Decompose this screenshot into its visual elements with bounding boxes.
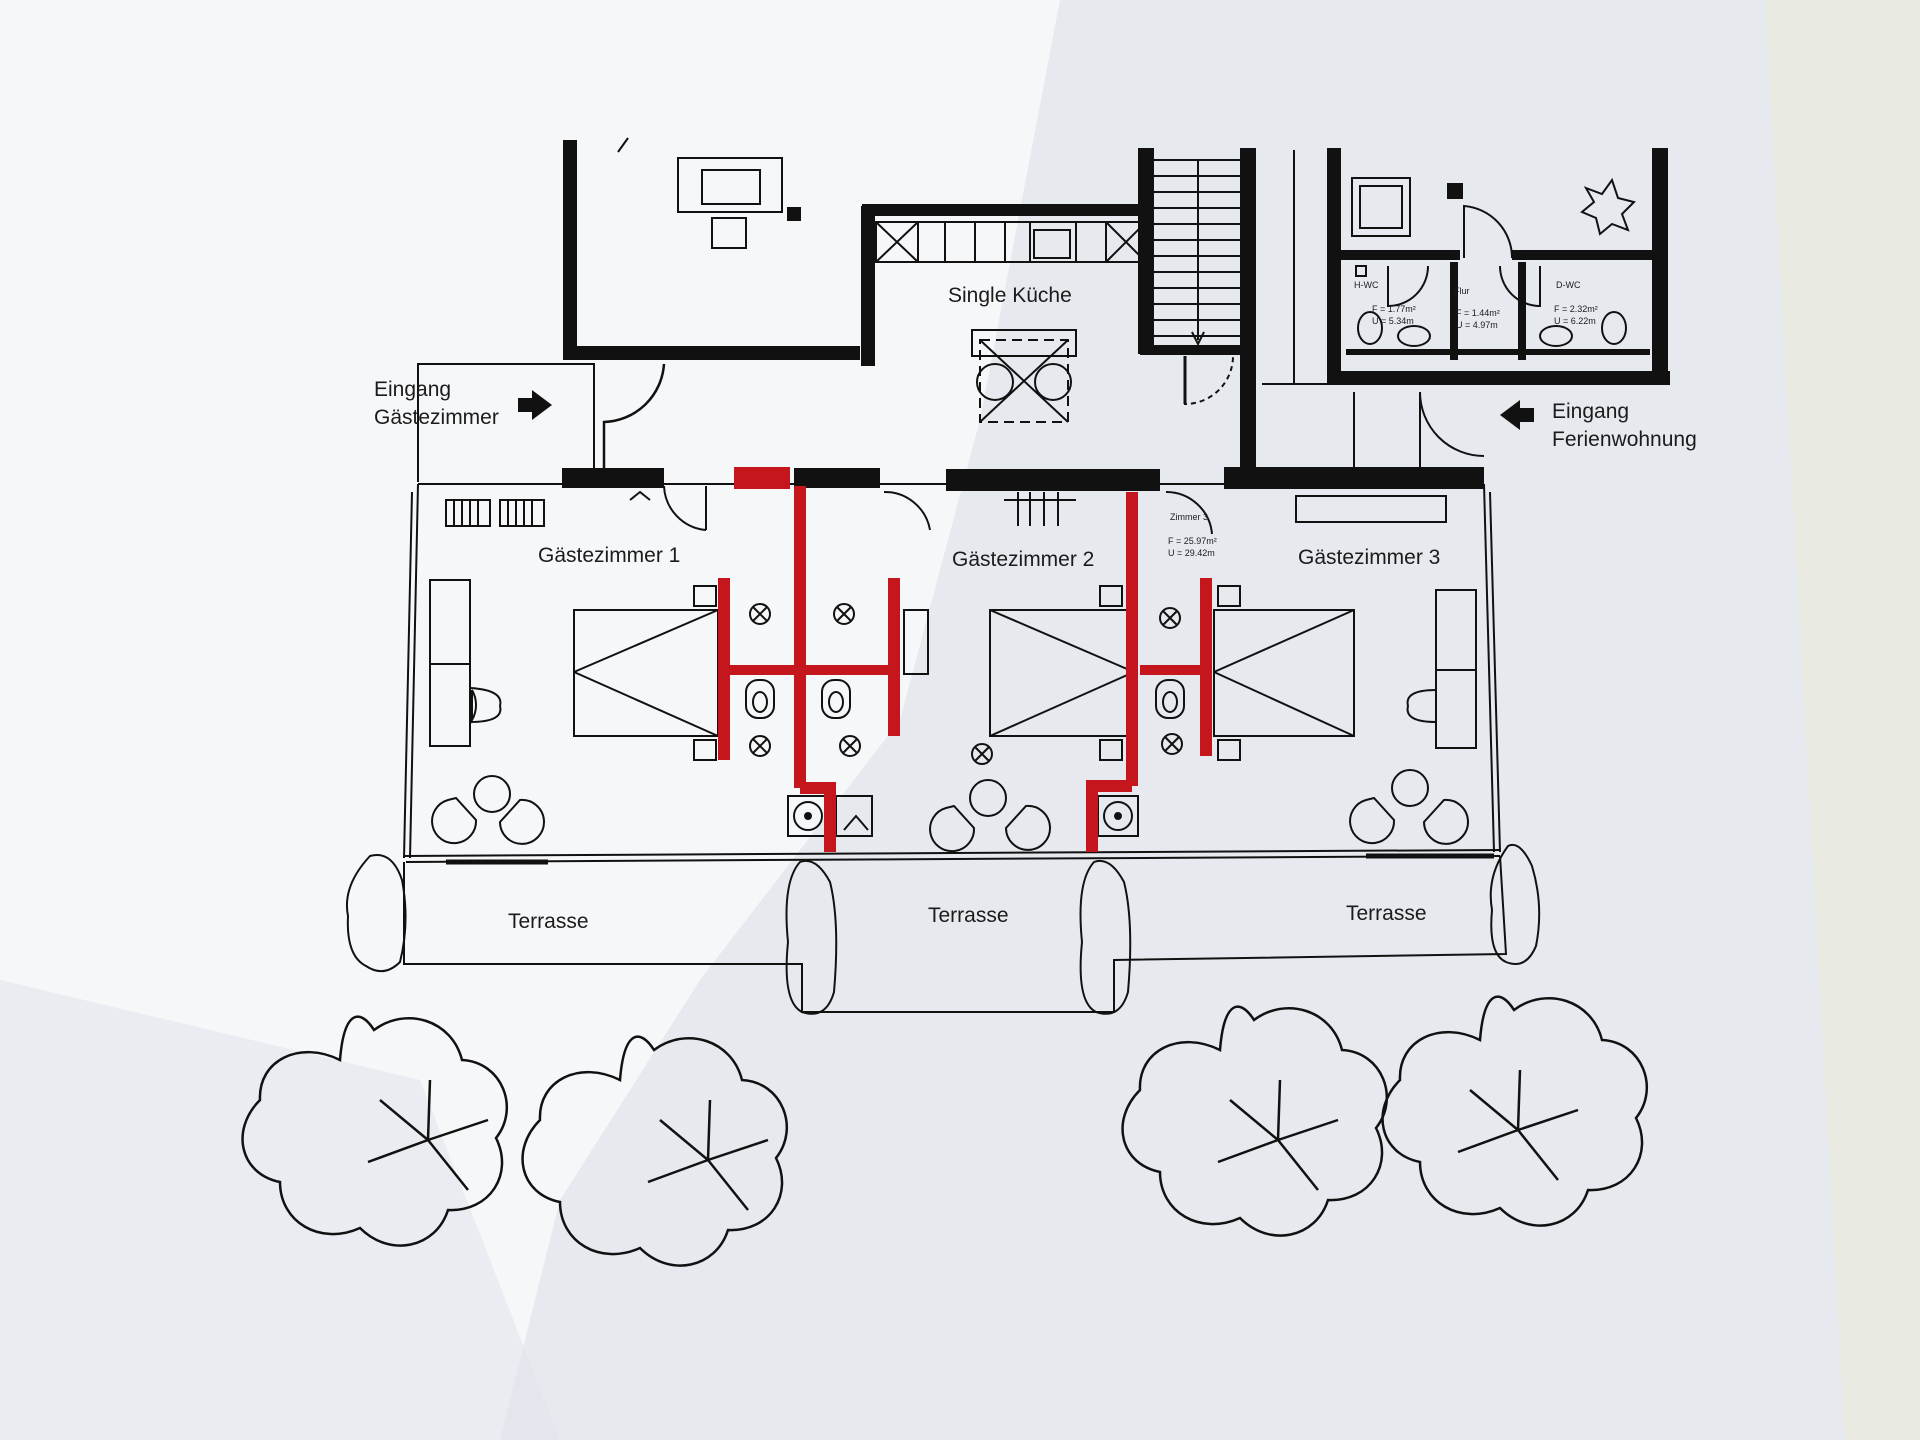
kitchen-island xyxy=(971,329,1077,423)
terrace-outline xyxy=(403,855,1508,1013)
guest-entrance-area xyxy=(417,363,666,482)
room-3-tag: Zimmer 3 xyxy=(1170,512,1208,522)
room3-furniture xyxy=(1213,585,1477,845)
tree-3 xyxy=(1121,1005,1388,1237)
hedges xyxy=(346,844,1541,1015)
room-3-perimeter: U = 29.42m xyxy=(1168,548,1215,558)
hall-area: F = 1.44m² xyxy=(1456,308,1500,318)
tree-symbols xyxy=(241,995,1648,1267)
stairwell xyxy=(1138,148,1256,476)
tree-4 xyxy=(1381,995,1648,1227)
desk-symbol xyxy=(617,137,801,249)
tree-2 xyxy=(521,1035,788,1267)
terrace-3-label: Terrasse xyxy=(1346,902,1427,925)
room-3-label: Gästezimmer 3 xyxy=(1298,546,1440,569)
room2-furniture xyxy=(903,585,1135,853)
wc-right-label: D-WC xyxy=(1556,280,1581,290)
paper-shadow xyxy=(500,0,1845,1440)
hall-label: Flur xyxy=(1454,286,1470,296)
guest-entrance-arrow-icon xyxy=(518,390,552,420)
wc-left-perimeter: U = 5.34m xyxy=(1372,316,1414,326)
tree-1 xyxy=(241,1015,508,1247)
guest-rooms-outline xyxy=(403,483,1501,865)
kitchen-counter xyxy=(875,221,1147,263)
wc-right-perimeter: U = 6.22m xyxy=(1554,316,1596,326)
terrace-2-label: Terrasse xyxy=(928,904,1009,927)
guest-entrance-label-line2: Gästezimmer xyxy=(374,406,499,429)
terrace-1-label: Terrasse xyxy=(508,910,589,933)
bathroom-block xyxy=(1327,148,1670,385)
paper-shadow-left xyxy=(0,980,560,1440)
room-2-label: Gästezimmer 2 xyxy=(952,548,1094,571)
office-walls xyxy=(563,140,1152,366)
wc-left-label: H-WC xyxy=(1354,280,1379,290)
apartment-entrance-arrow-icon xyxy=(1500,400,1534,430)
room-3-area: F = 25.97m² xyxy=(1168,536,1217,546)
guest-entrance-label-line1: Eingang xyxy=(374,378,451,401)
apartment-entrance-label-line1: Eingang xyxy=(1552,400,1629,423)
apartment-entrance-label-line2: Ferienwohnung xyxy=(1552,428,1697,451)
corridor-wall xyxy=(562,467,1484,535)
wc-right-area: F = 2.32m² xyxy=(1554,304,1598,314)
wc-left-area: F = 1.77m² xyxy=(1372,304,1416,314)
hall-perimeter: U = 4.97m xyxy=(1456,320,1498,330)
room-1-label: Gästezimmer 1 xyxy=(538,544,680,567)
radiators xyxy=(445,490,651,527)
apartment-entrance-door xyxy=(1353,391,1485,468)
new-walls-red xyxy=(718,467,1212,852)
kitchen-label: Single Küche xyxy=(948,284,1072,307)
